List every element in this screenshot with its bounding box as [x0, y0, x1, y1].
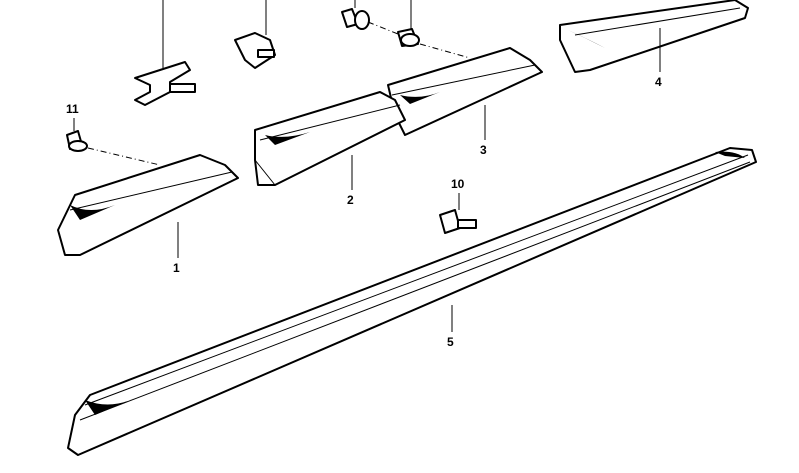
callout-2: 2 [347, 193, 354, 207]
dash-line-top-1 [367, 21, 399, 35]
molding-part-3[interactable] [387, 47, 543, 136]
molding-part-4[interactable] [559, 0, 749, 73]
clip-part-10[interactable] [439, 209, 477, 234]
callout-10: 10 [451, 177, 465, 191]
dash-line-top-2 [419, 43, 471, 59]
callout-3: 3 [480, 143, 487, 157]
grommet-top-b[interactable] [397, 28, 420, 47]
callout-11: 11 [66, 102, 79, 116]
clip-fastener[interactable] [234, 32, 276, 69]
molding-part-5[interactable] [67, 147, 757, 456]
molding-part-1[interactable] [57, 154, 239, 256]
callout-1: 1 [173, 261, 180, 275]
grommet-top-a[interactable] [341, 8, 370, 30]
clip-holder[interactable] [134, 61, 196, 106]
grommet-part-11[interactable] [66, 130, 88, 152]
callout-5: 5 [447, 335, 454, 349]
molding-part-2[interactable] [254, 91, 406, 186]
dash-line-11 [87, 147, 161, 166]
callout-4: 4 [655, 75, 662, 89]
